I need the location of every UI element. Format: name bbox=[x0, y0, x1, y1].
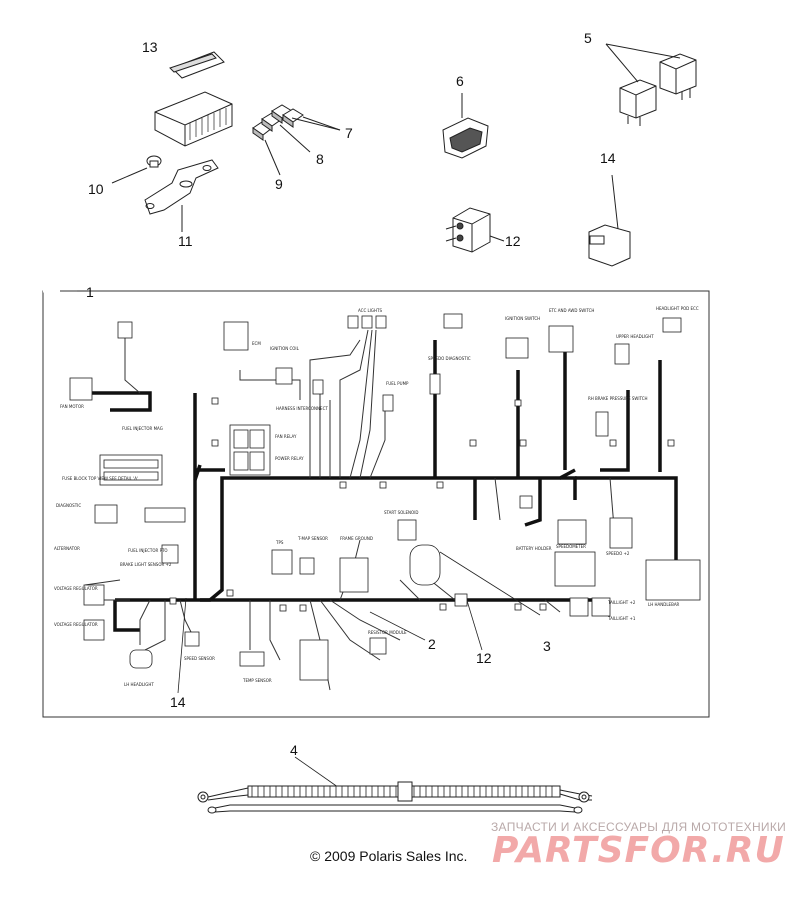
callout-numbers: 13 6 5 7 8 9 10 11 14 12 1 2 3 12 14 4 bbox=[86, 30, 616, 758]
label-start-solenoid: START SOLENOID bbox=[384, 510, 418, 515]
harness-text-labels: FAN MOTOR FUEL INJECTOR MAG FUSE BLOCK T… bbox=[54, 306, 699, 687]
branch-wires bbox=[84, 329, 616, 691]
callout-5: 5 bbox=[584, 30, 592, 46]
callout-3: 3 bbox=[543, 638, 551, 654]
label-battery-holder: BATTERY HOLDER bbox=[516, 546, 552, 551]
label-power-relay: POWER RELAY bbox=[275, 456, 304, 461]
label-fan-motor: FAN MOTOR bbox=[60, 404, 84, 409]
label-ecm: ECM bbox=[252, 341, 261, 346]
label-fuse-block: FUSE BLOCK TOP VIEW SEE DETAIL 'A' bbox=[62, 476, 138, 481]
label-temp-sensor: TEMP SENSOR bbox=[242, 678, 272, 683]
label-speedo-diagnostic: SPEEDO DIAGNOSTIC bbox=[428, 356, 471, 361]
label-lh-handlebar: LH HANDLEBAR bbox=[648, 602, 680, 607]
parts-7-8-9-fuses bbox=[252, 104, 341, 176]
label-speed-sensor: SPEED SENSOR bbox=[184, 656, 215, 661]
part-14-clip bbox=[588, 174, 631, 267]
label-headlight-pod: HEADLIGHT POD ECC bbox=[656, 306, 699, 311]
label-taillight-2: TAILLIGHT +1 bbox=[607, 616, 636, 621]
label-lh-headlight: LH HEADLIGHT bbox=[124, 682, 154, 687]
part-11-bracket bbox=[144, 159, 219, 232]
label-tmap-sensor: T-MAP SENSOR bbox=[297, 536, 328, 541]
harness-frame bbox=[42, 290, 710, 718]
label-fan-relay: FAN RELAY bbox=[275, 434, 297, 439]
label-ignition-switch: IGNITION SWITCH bbox=[505, 316, 540, 321]
label-brake-switch: RH BRAKE PRESSURE SWITCH bbox=[588, 396, 648, 401]
callout-14-top: 14 bbox=[600, 150, 616, 166]
label-voltage-regulator-1: VOLTAGE REGULATOR bbox=[54, 586, 98, 591]
part-10-screw bbox=[111, 155, 162, 184]
label-frame-ground: FRAME GROUND bbox=[340, 536, 373, 541]
callout-9: 9 bbox=[275, 176, 283, 192]
callout-13: 13 bbox=[142, 39, 158, 55]
part-12-solenoid bbox=[445, 207, 505, 253]
label-diagnostic: DIAGNOSTIC bbox=[56, 503, 81, 508]
watermark-tagline: ЗАПЧАСТИ И АКСЕССУАРЫ ДЛЯ МОТОТЕХНИКИ bbox=[491, 820, 787, 834]
callout-11: 11 bbox=[178, 233, 193, 249]
label-speedo2: SPEEDO +2 bbox=[606, 551, 630, 556]
callout-4: 4 bbox=[290, 742, 298, 758]
watermark-logo: PARTSFOR.RU bbox=[492, 830, 785, 871]
callout-6: 6 bbox=[456, 73, 464, 89]
part-6-connector bbox=[442, 93, 489, 159]
label-harness-interconnect: HARNESS INTERCONNECT bbox=[276, 406, 328, 411]
callout-12-top: 12 bbox=[505, 233, 521, 249]
label-tps: TPS bbox=[275, 540, 284, 545]
trunk-connectors bbox=[169, 397, 675, 612]
callout-leaders bbox=[77, 290, 541, 793]
part-5-relays bbox=[605, 43, 697, 126]
label-ignition-coil: IGNITION COIL bbox=[270, 346, 300, 351]
label-taillight-1: TAILLIGHT +2 bbox=[607, 600, 636, 605]
callout-10: 10 bbox=[88, 181, 104, 197]
main-trunk-wires bbox=[90, 340, 678, 632]
label-resistor-module: RESISTOR MODULE bbox=[368, 630, 407, 635]
callout-14-bottom: 14 bbox=[170, 694, 186, 710]
callout-12-bottom: 12 bbox=[476, 650, 492, 666]
label-speedometer: SPEEDOMETER bbox=[556, 544, 586, 549]
label-voltage-regulator-2: VOLTAGE REGULATOR bbox=[54, 622, 98, 627]
part-13-label-and-cover bbox=[154, 51, 233, 147]
copyright-text: © 2009 Polaris Sales Inc. bbox=[310, 848, 468, 864]
callout-7: 7 bbox=[345, 125, 353, 141]
callout-2: 2 bbox=[428, 636, 436, 652]
part-4-battery-cable bbox=[197, 781, 593, 814]
label-etc-awd-switch: ETC AND AWD SWITCH bbox=[549, 308, 594, 313]
harness-components bbox=[69, 313, 701, 681]
label-fuel-pump: FUEL PUMP bbox=[386, 381, 409, 386]
label-fuel-injector-pto: FUEL INJECTOR PTO bbox=[128, 548, 168, 553]
label-fuel-injector-mag: FUEL INJECTOR MAG bbox=[122, 426, 163, 431]
callout-8: 8 bbox=[316, 151, 324, 167]
label-alternator: ALTERNATOR bbox=[54, 546, 80, 551]
label-upper-headlight: UPPER HEADLIGHT bbox=[616, 334, 654, 339]
label-brake-light-sensor: BRAKE LIGHT SENSOR +2 bbox=[120, 562, 172, 567]
label-acc-lights: ACC LIGHTS bbox=[358, 308, 382, 313]
callout-1: 1 bbox=[86, 284, 94, 300]
